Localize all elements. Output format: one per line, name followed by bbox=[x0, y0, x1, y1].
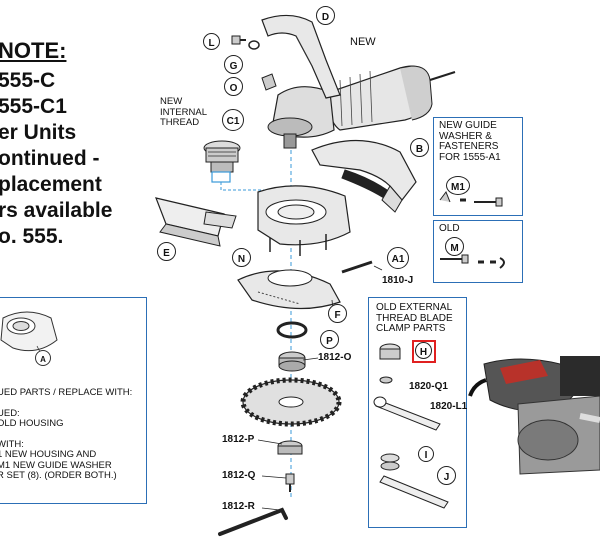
note-line-1: 555-C bbox=[0, 69, 56, 92]
note-title: NOTE: bbox=[0, 38, 67, 63]
note-line-6: rs available bbox=[0, 199, 113, 222]
guide-plate-drawing bbox=[155, 197, 237, 247]
left-box-line-4: OLD HOUSING bbox=[0, 418, 64, 429]
old-ext-line-3: CLAMP PARTS bbox=[376, 323, 446, 334]
old-box-title: OLD bbox=[439, 223, 460, 234]
guide-box-parts-drawing bbox=[439, 190, 503, 207]
label-1820q1: 1820-Q1 bbox=[409, 381, 448, 392]
guide-box-line-2: WASHER & bbox=[439, 130, 492, 142]
label-1812r: 1812-R bbox=[222, 501, 255, 512]
callout-f: F bbox=[328, 304, 347, 323]
left-box-line-3: UED: bbox=[0, 407, 20, 419]
callout-l: L bbox=[203, 33, 220, 50]
callout-j: J bbox=[437, 466, 456, 485]
note-line-3: er Units bbox=[0, 121, 77, 144]
left-box-line-9: R SET (8). (ORDER BOTH.) bbox=[0, 470, 117, 481]
label-1812o: 1812-O bbox=[318, 352, 352, 363]
label-1812q: 1812-Q bbox=[222, 470, 256, 481]
callout-i: I bbox=[418, 446, 434, 462]
callout-h: H bbox=[415, 342, 432, 359]
highlight-h bbox=[412, 340, 436, 363]
left-box-line-6: WITH: bbox=[0, 438, 24, 450]
callout-o: O bbox=[224, 77, 243, 96]
saw-blade-drawing bbox=[240, 377, 342, 427]
callout-a: A bbox=[35, 350, 51, 366]
old-ext-line-2: THREAD BLADE bbox=[376, 312, 453, 324]
left-box-line-7: 1 NEW HOUSING AND bbox=[0, 449, 97, 460]
label-1810j: 1810-J bbox=[382, 275, 414, 286]
callout-m: M bbox=[445, 237, 464, 256]
old-clamp-parts-drawing bbox=[373, 343, 449, 509]
left-box-line-1: UED PARTS / REPLACE WITH: bbox=[0, 387, 133, 398]
flange-nut-drawing bbox=[278, 351, 306, 372]
internal-thread-part bbox=[203, 140, 285, 191]
grinder-motor-drawing bbox=[261, 14, 456, 149]
guide-box-line-3: FASTENERS bbox=[439, 141, 499, 152]
label-new-internal-2: INTERNAL bbox=[160, 106, 207, 118]
guide-ring-drawing bbox=[237, 269, 341, 310]
callout-g: G bbox=[224, 55, 243, 74]
label-new-internal-1: NEW bbox=[160, 96, 183, 107]
product-photo bbox=[468, 350, 600, 490]
old-box-parts-drawing bbox=[440, 254, 505, 269]
label-1820l1: 1820-L1 bbox=[430, 401, 468, 412]
callout-a1: A1 bbox=[387, 247, 409, 269]
label-new: NEW bbox=[350, 36, 376, 48]
base-housing-drawing bbox=[257, 185, 351, 256]
discontinued-parts-box: A UED PARTS / REPLACE WITH: UED: OLD HOU… bbox=[0, 297, 147, 504]
blade-guard-drawing bbox=[311, 139, 417, 213]
callout-m1: M1 bbox=[446, 176, 470, 195]
old-ext-line-1: OLD EXTERNAL bbox=[376, 302, 453, 313]
label-new-internal-3: THREAD bbox=[160, 117, 200, 128]
callout-p: P bbox=[320, 330, 339, 349]
note-line-4: ontinued - bbox=[0, 147, 100, 170]
note-line-2: 555-C1 bbox=[0, 95, 67, 118]
callout-n: N bbox=[232, 248, 251, 267]
left-box-line-8: M1 NEW GUIDE WASHER bbox=[0, 459, 112, 471]
guide-box-line-1: NEW GUIDE bbox=[439, 120, 497, 131]
bolt-and-washer-drawing bbox=[231, 35, 260, 50]
old-housing-drawing bbox=[0, 311, 58, 355]
callout-e: E bbox=[157, 242, 176, 261]
guide-box-line-4: FOR 1555-A1 bbox=[439, 151, 501, 163]
note-line-5: placement bbox=[0, 173, 102, 196]
note-line-7: o. 555. bbox=[0, 225, 64, 248]
callout-b: B bbox=[410, 138, 429, 157]
callout-d: D bbox=[316, 6, 335, 25]
callout-c1: C1 bbox=[222, 109, 244, 131]
label-1812p: 1812-P bbox=[222, 434, 255, 445]
